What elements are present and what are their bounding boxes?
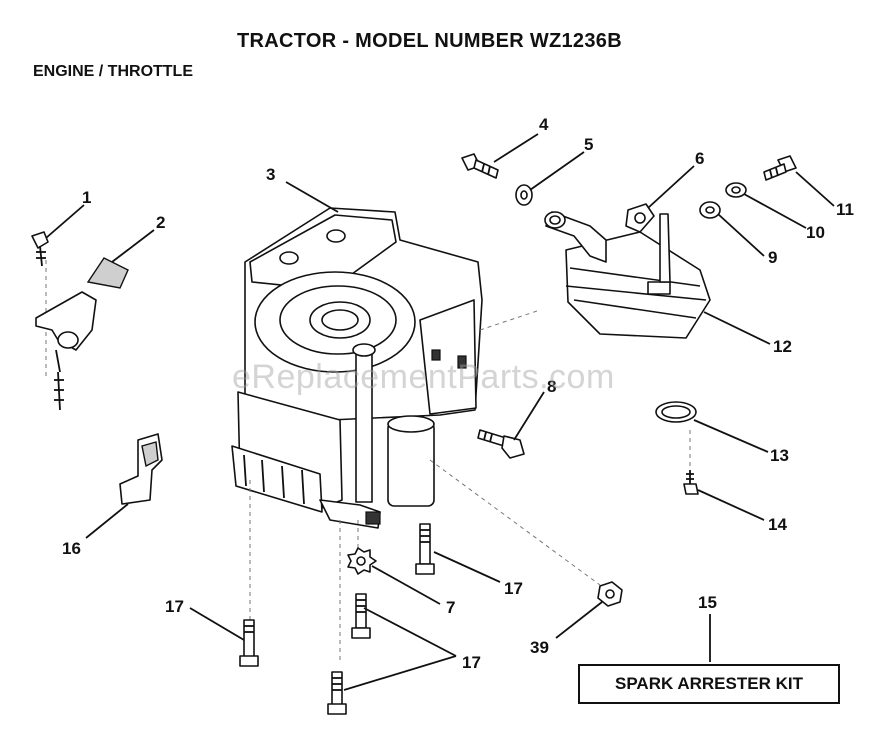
bolt-part-17-center <box>351 593 371 639</box>
callout-10: 10 <box>806 223 825 242</box>
lock-washer-part-7 <box>347 547 377 575</box>
bolt-part-11 <box>763 155 797 181</box>
callout-4: 4 <box>539 115 549 134</box>
screw-part-14 <box>683 470 699 495</box>
callout-6: 6 <box>695 149 704 168</box>
callout-5: 5 <box>584 135 593 154</box>
bolt-part-17-right <box>415 523 435 575</box>
callout-14: 14 <box>768 515 787 534</box>
callout-2: 2 <box>156 213 165 232</box>
callout-16: 16 <box>62 539 81 558</box>
callout-7: 7 <box>446 598 455 617</box>
watermark: eReplacementParts.com <box>232 358 615 396</box>
callout-17-right: 17 <box>504 579 523 598</box>
clamp-part-13 <box>655 401 697 423</box>
callout-11: 11 <box>836 200 854 219</box>
bolt-part-17-bottom <box>327 671 347 715</box>
nut-part-39 <box>597 581 623 607</box>
callout-9: 9 <box>768 248 777 267</box>
callout-8: 8 <box>547 377 556 396</box>
bracket-part-16 <box>119 433 163 505</box>
callout-17-left: 17 <box>165 597 184 616</box>
spark-arrester-kit-box: SPARK ARRESTER KIT <box>578 664 840 704</box>
callout-1: 1 <box>82 188 91 207</box>
callout-15: 15 <box>698 593 717 612</box>
bolt-part-1 <box>31 231 49 267</box>
callout-3: 3 <box>266 165 275 184</box>
throttle-bracket-part-2 <box>35 257 129 411</box>
washer-part-10 <box>725 182 747 198</box>
page-title: TRACTOR - MODEL NUMBER WZ1236B <box>237 30 622 52</box>
washer-part-5 <box>515 184 533 206</box>
muffler-part-12 <box>544 211 711 339</box>
callout-13: 13 <box>770 446 789 465</box>
washer-part-9 <box>699 201 721 219</box>
engine-part-3 <box>231 207 483 529</box>
callout-39: 39 <box>530 638 549 657</box>
leader-lines <box>45 133 835 691</box>
callout-17-bottom: 17 <box>462 653 481 672</box>
bolt-part-4 <box>461 153 499 179</box>
bolt-part-8 <box>477 429 525 459</box>
callout-12: 12 <box>773 337 792 356</box>
section-subtitle: ENGINE / THROTTLE <box>33 63 193 80</box>
gasket-part-6 <box>625 203 655 233</box>
bolt-part-17-left <box>239 619 259 667</box>
